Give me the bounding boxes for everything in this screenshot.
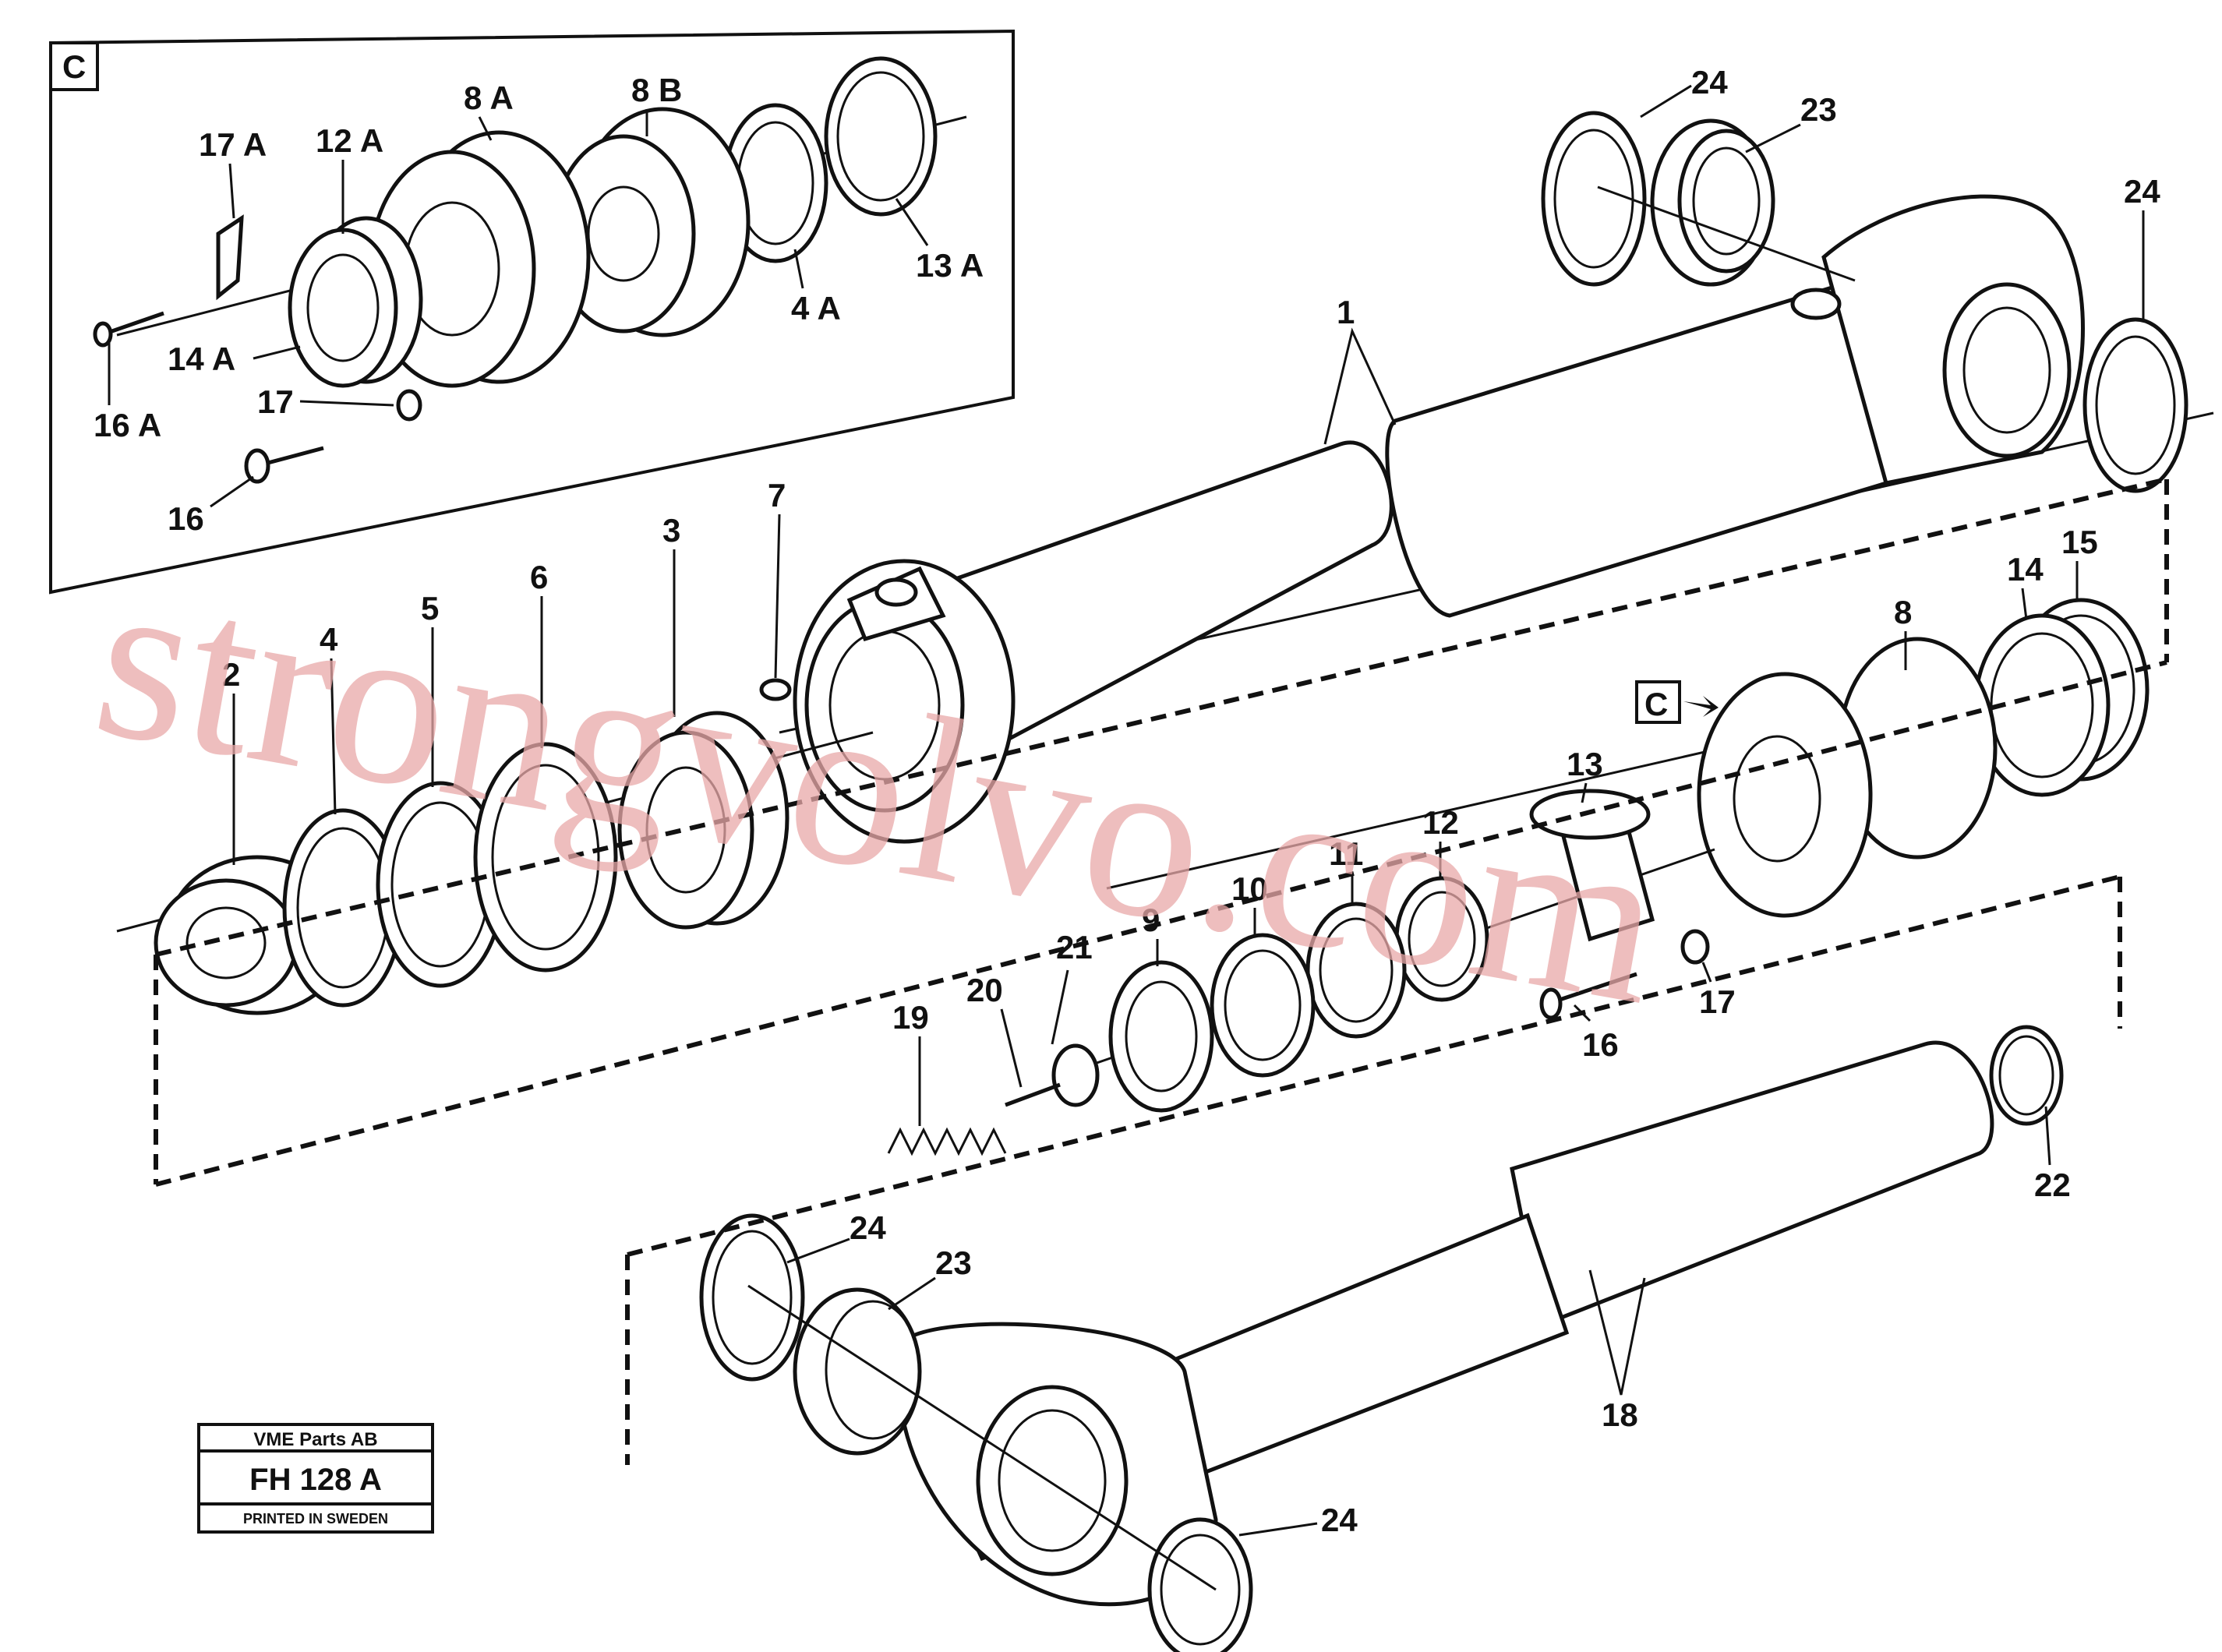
title-printed: PRINTED IN SWEDEN (243, 1511, 388, 1527)
title-company: VME Parts AB (253, 1429, 377, 1450)
part-10-seal (1210, 933, 1316, 1078)
callout-16A: 16 A (94, 407, 161, 443)
callout-23-top: 23 (1800, 91, 1837, 128)
callout-4: 4 (320, 621, 338, 658)
rod-bracket-upper (627, 874, 2121, 1257)
callout-4A: 4 A (791, 290, 841, 327)
callout-8A: 8 A (464, 79, 514, 116)
top-bearing-group (1541, 111, 2188, 493)
callout-17A: 17 A (199, 126, 267, 163)
ref-arrow-icon (1683, 696, 1719, 717)
rod-front-section (1510, 1040, 1994, 1328)
title-block: VME Parts AB FH 128 A PRINTED IN SWEDEN (197, 1423, 434, 1534)
callout-13: 13 (1567, 746, 1603, 782)
callout-24-right: 24 (2124, 173, 2160, 210)
callout-8: 8 (1894, 594, 1912, 630)
callout-5: 5 (421, 590, 439, 627)
gland-seal-parts (116, 678, 874, 1015)
callout-17: 17 (1699, 983, 1736, 1020)
ref-marker-label: C (1644, 686, 1668, 722)
part-17A-lock-plate (216, 214, 244, 301)
inset-frame (49, 29, 1015, 595)
piston-group (1106, 598, 2150, 918)
callout-14A: 14 A (168, 341, 235, 377)
bracket-lower-line (155, 660, 2167, 1187)
callout-23-lower: 23 (935, 1244, 972, 1281)
inset-detail-c: C 17 A 12 A 8 A (49, 29, 1015, 595)
ref-marker-c: C (1635, 680, 1719, 724)
part-22-ring (1989, 1025, 2064, 1126)
callout-15: 15 (2061, 524, 2098, 560)
part-6-wiper (473, 742, 618, 972)
callout-16-inset: 16 (168, 500, 204, 537)
callout-24-top: 24 (1691, 64, 1728, 101)
callout-7: 7 (768, 477, 786, 514)
callout-2: 2 (222, 656, 240, 693)
callout-12: 12 (1422, 804, 1459, 841)
cylinder-barrel-assembly (779, 194, 2214, 844)
title-drawing-number: FH 128 A (249, 1463, 382, 1497)
part-24-circlip-top (1541, 111, 1647, 287)
part-20-pin (1005, 1082, 1061, 1107)
part-7-screw (759, 678, 792, 701)
callout-24-lower: 24 (850, 1209, 886, 1246)
callout-10: 10 (1231, 870, 1268, 907)
callout-24-bottom: 24 (1321, 1502, 1358, 1538)
callout-1: 1 (1337, 294, 1355, 330)
part-16-screw (1554, 972, 1637, 1004)
inset-label-box (49, 41, 99, 91)
callout-6: 6 (530, 559, 548, 595)
part-24-circlip-bottom (1147, 1517, 1253, 1652)
part-24-circlip-right (2082, 317, 2188, 493)
part-19-spring (887, 1127, 1007, 1156)
callout-13A: 13 A (916, 247, 984, 284)
callout-14: 14 (2007, 551, 2044, 588)
part-21-check-valve (1051, 1043, 1100, 1107)
part-13A-bushing (824, 56, 938, 217)
part-24-circlip-lower (699, 1213, 805, 1382)
callout-8B: 8 B (631, 72, 682, 108)
part-16A-screw (104, 311, 164, 336)
main-callouts: 24 23 24 1 2 4 5 6 3 7 8 14 15 13 12 11 … (222, 64, 2160, 1538)
callout-21: 21 (1056, 929, 1093, 965)
callout-18: 18 (1602, 1396, 1638, 1433)
barrel-rear-section (1385, 277, 1888, 618)
callout-12A: 12 A (316, 122, 383, 159)
callout-3: 3 (662, 512, 680, 549)
piston-rod-assembly (699, 1025, 2064, 1652)
callout-16: 16 (1582, 1026, 1619, 1063)
part-17-washer (1680, 929, 1710, 965)
part-17-washer-inset (396, 389, 422, 422)
callout-20: 20 (966, 972, 1003, 1008)
inset-label: C (62, 48, 86, 85)
part-16-screw-inset (264, 446, 324, 466)
callout-19: 19 (892, 999, 929, 1036)
bracket-upper-line (155, 477, 2167, 957)
callout-9: 9 (1142, 902, 1160, 938)
callout-11: 11 (1329, 835, 1363, 872)
callout-22: 22 (2034, 1167, 2071, 1203)
callout-17-inset: 17 (257, 383, 294, 420)
